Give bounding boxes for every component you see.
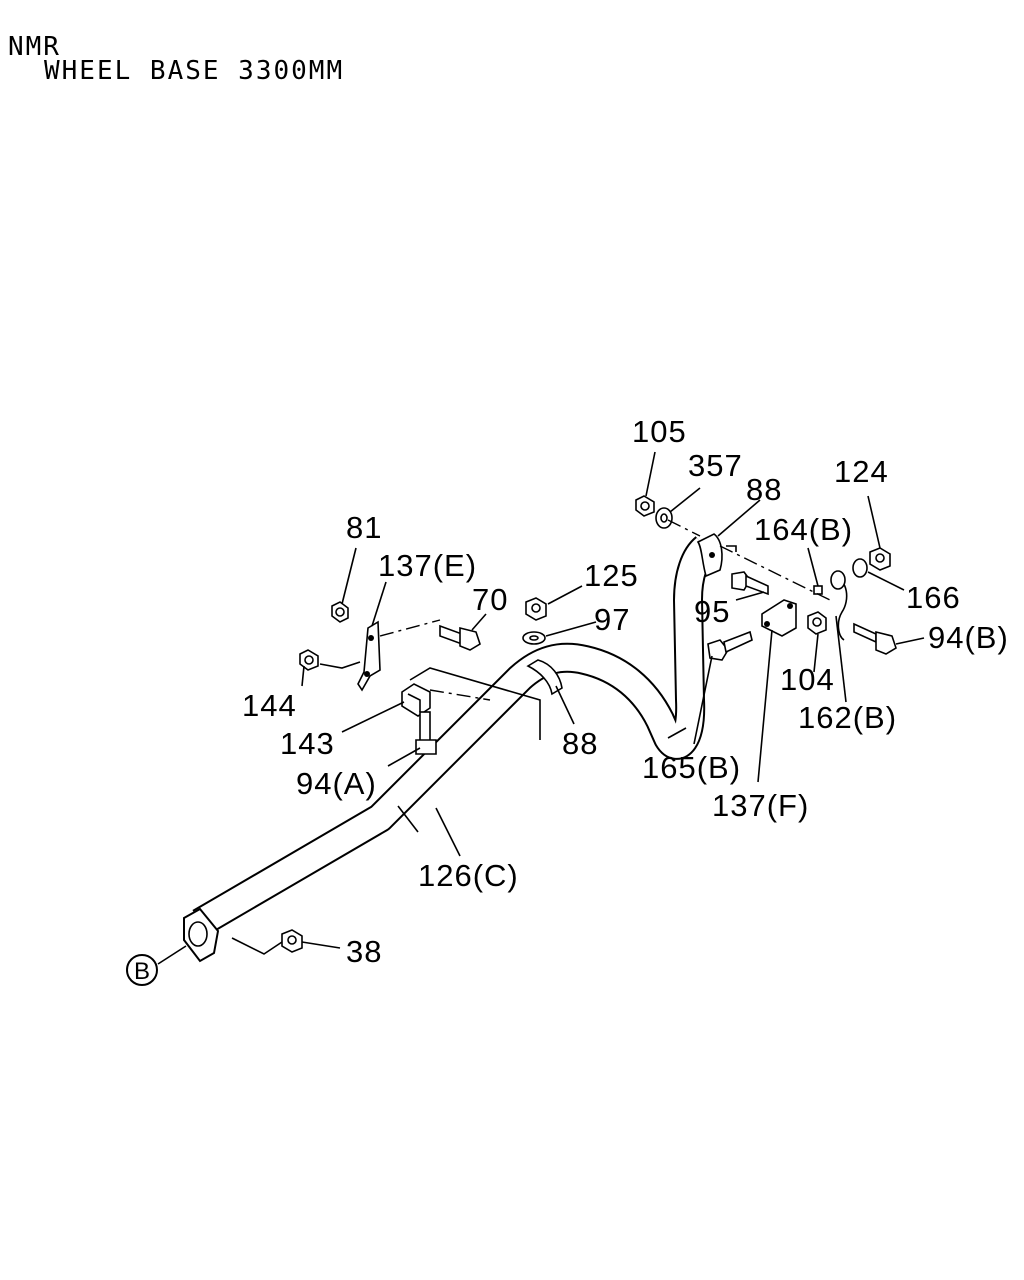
reference-marker-b: B — [126, 954, 158, 986]
label-166: 166 — [906, 580, 961, 615]
label-137e: 137(E) — [378, 548, 477, 583]
label-126c: 126(C) — [418, 858, 519, 893]
label-137f: 137(F) — [712, 788, 809, 823]
reference-marker-label: B — [134, 958, 150, 985]
label-94b: 94(B) — [928, 620, 1009, 655]
label-124: 124 — [834, 454, 889, 489]
label-95: 95 — [694, 594, 730, 629]
label-162b: 162(B) — [798, 700, 897, 735]
label-88-mid: 88 — [562, 726, 598, 761]
label-164b: 164(B) — [754, 512, 853, 547]
label-104: 104 — [780, 662, 835, 697]
model-title: NMR — [8, 32, 61, 62]
label-143: 143 — [280, 726, 335, 761]
label-38: 38 — [346, 934, 382, 969]
label-125: 125 — [584, 558, 639, 593]
right-hanger-hardware — [522, 495, 897, 661]
nut-38 — [231, 929, 303, 955]
label-70: 70 — [472, 582, 508, 617]
label-165b: 165(B) — [642, 750, 741, 785]
label-81: 81 — [346, 510, 382, 545]
callout-labels: 105 357 88 124 164(B) 166 125 97 95 94(B… — [242, 414, 1009, 969]
wheelbase-title: WHEEL BASE 3300MM — [44, 56, 345, 86]
label-105: 105 — [632, 414, 687, 449]
label-97: 97 — [594, 602, 630, 637]
label-144: 144 — [242, 688, 297, 723]
label-94a: 94(A) — [296, 766, 377, 801]
label-357: 357 — [688, 448, 743, 483]
label-88-top: 88 — [746, 472, 782, 507]
leader-lines — [157, 451, 925, 965]
exhaust-pipe — [183, 533, 723, 963]
left-hanger-hardware — [299, 601, 541, 755]
